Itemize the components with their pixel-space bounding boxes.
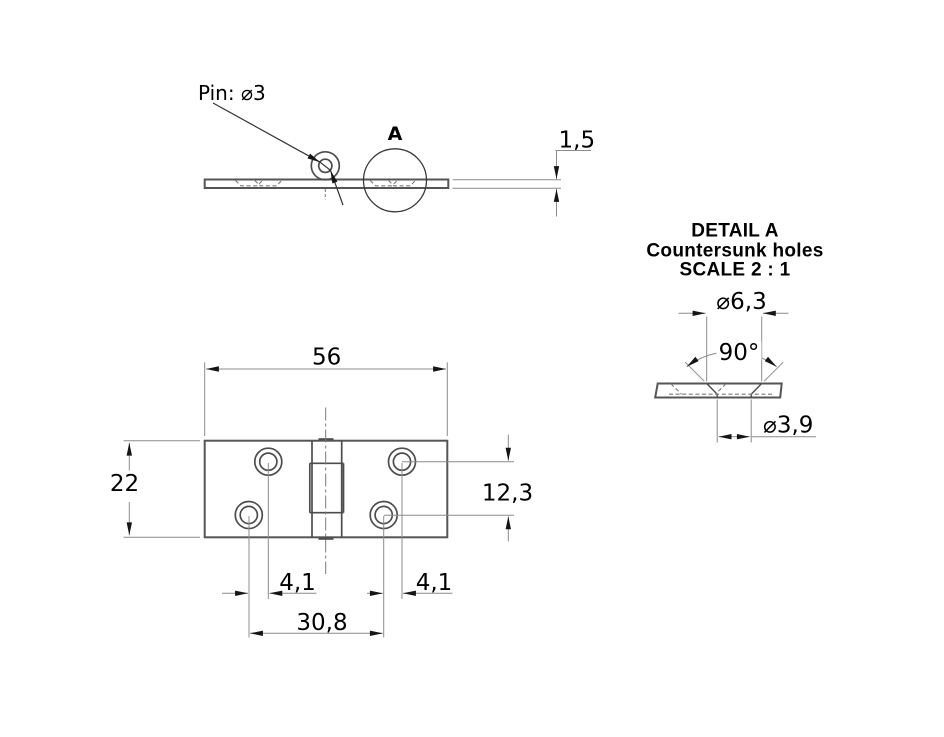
right-stagger-dimension: 4,1: [367, 463, 453, 638]
countersink-section: [654, 382, 783, 399]
drill-dia-text: ⌀3,9: [763, 413, 813, 439]
pin-dimension-label: Pin: ⌀3: [198, 81, 266, 105]
width-dimension: 56: [204, 345, 448, 436]
hole-span-text: 30,8: [296, 610, 347, 636]
hidden-second-countersink: [670, 383, 682, 395]
drill-dia-dimension: ⌀3,9: [716, 399, 816, 443]
left-stagger-dimension: 4,1: [222, 463, 317, 638]
detail-scale-note: SCALE 2 : 1: [680, 260, 791, 281]
height-dimension: 22: [110, 440, 200, 538]
countersink-dia-text: ⌀6,3: [716, 289, 766, 315]
hidden-countersink-profile: [369, 180, 398, 187]
plate-edge-outline: [203, 178, 450, 189]
hidden-countersink-profile: [254, 180, 283, 187]
front-view: 56 22 12,3 4,1: [110, 345, 533, 638]
detail-subtitle: Countersunk holes: [646, 241, 823, 262]
hole-row-offset-dimension: 12,3: [384, 434, 533, 542]
height-dimension-text: 22: [110, 471, 139, 497]
hidden-countersink-profile: [388, 180, 416, 187]
detail-view: DETAIL A Countersunk holes SCALE 2 : 1 ⌀…: [646, 221, 823, 443]
thickness-dimension: 1,5: [452, 128, 596, 217]
knuckle-barrel-circle: [310, 150, 341, 181]
countersink-dia-dimension: ⌀6,3: [678, 289, 789, 382]
detail-title: DETAIL A: [691, 221, 779, 242]
hidden-second-countersink: [715, 383, 727, 395]
pin-circle: [317, 158, 333, 174]
right-stagger-text: 4,1: [416, 570, 453, 596]
detail-a-circle-label: A: [388, 123, 403, 145]
knuckle-joint: [308, 438, 345, 540]
hidden-countersink-profile: [235, 180, 263, 187]
hole-span-dimension: 30,8: [250, 610, 383, 636]
width-dimension-text: 56: [312, 345, 341, 371]
thickness-dimension-text: 1,5: [559, 128, 596, 154]
left-stagger-text: 4,1: [279, 570, 316, 596]
pin-leader: [212, 102, 344, 206]
side-view: Pin: ⌀3 A 1,5: [198, 81, 595, 217]
hole-row-offset-text: 12,3: [482, 481, 533, 507]
countersink-angle-dimension: 90°: [684, 340, 784, 382]
countersink-angle-text: 90°: [719, 340, 760, 366]
detail-a-circle: [362, 148, 428, 213]
